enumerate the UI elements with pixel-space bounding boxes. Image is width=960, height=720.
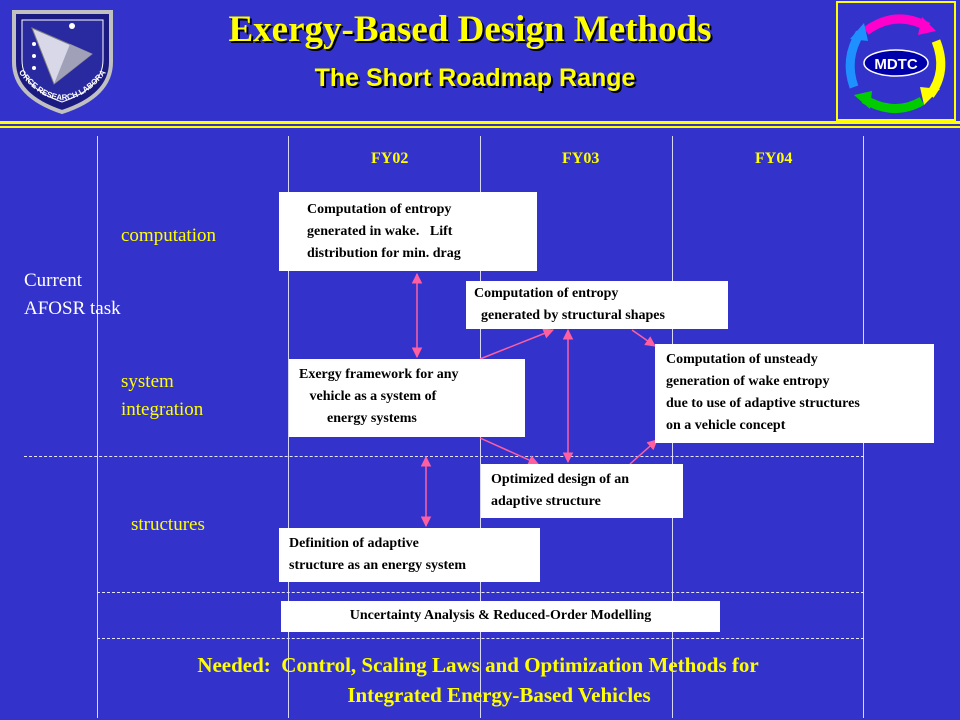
box-optimized-design: Optimized design of an adaptive structur… [481, 464, 683, 518]
page-subtitle: The Short Roadmap Range [314, 64, 636, 92]
header: AIR FORCE RESEARCH LABORATORY Exergy-Bas… [0, 0, 960, 128]
needed-statement: Needed: Control, Scaling Laws and Optimi… [197, 653, 759, 707]
header-rule [0, 121, 960, 124]
separator-current-task [24, 456, 864, 457]
year-fy02: FY02 [371, 150, 409, 167]
page-title: Exergy-Based Design Methods [228, 9, 712, 50]
year-fy04: FY04 [755, 150, 793, 167]
separator-needed [97, 638, 864, 639]
year-fy03: FY03 [562, 150, 600, 167]
svg-text:AIR FORCE RESEARCH LABORATORY: AIR FORCE RESEARCH LABORATORY [10, 4, 108, 102]
mdtc-cycle-icon: MDTC [836, 1, 956, 121]
box-unsteady-wake: Computation of unsteady generation of wa… [655, 344, 934, 443]
afrl-logo: AIR FORCE RESEARCH LABORATORY [10, 4, 115, 116]
box-definition-adaptive: Definition of adaptive structure as an e… [279, 528, 540, 582]
mdtc-logo: MDTC [836, 1, 956, 121]
arrow-framework-to-structural [479, 328, 554, 360]
header-rule-thin [0, 126, 960, 128]
afrl-logo-lettering: AIR FORCE RESEARCH LABORATORY [10, 4, 108, 102]
arrow-framework-to-optimized [479, 437, 539, 465]
grid-line-left [97, 136, 98, 718]
arrow-structural-to-unsteady [631, 329, 656, 347]
grid-line-fy02 [288, 136, 289, 718]
box-exergy-framework: Exergy framework for any vehicle as a sy… [289, 359, 525, 437]
row-label-computation: computation [121, 225, 216, 246]
current-afosr-task-label: Current AFOSR task [24, 270, 121, 319]
box-uncertainty-analysis: Uncertainty Analysis & Reduced-Order Mod… [281, 601, 720, 632]
shield-icon [12, 10, 113, 115]
box-entropy-structural: Computation of entropy generated by stru… [466, 281, 728, 329]
row-label-structures: structures [131, 514, 205, 535]
box-entropy-wake: Computation of entropy generated in wake… [279, 192, 537, 271]
mdtc-logo-text: MDTC [874, 56, 917, 73]
afrl-logo-text: AIR FORCE RESEARCH LABORATORY [10, 4, 108, 102]
separator-structures [97, 592, 864, 593]
row-label-system-integration: system integration [121, 371, 204, 420]
arrow-optimized-to-unsteady [629, 439, 658, 465]
